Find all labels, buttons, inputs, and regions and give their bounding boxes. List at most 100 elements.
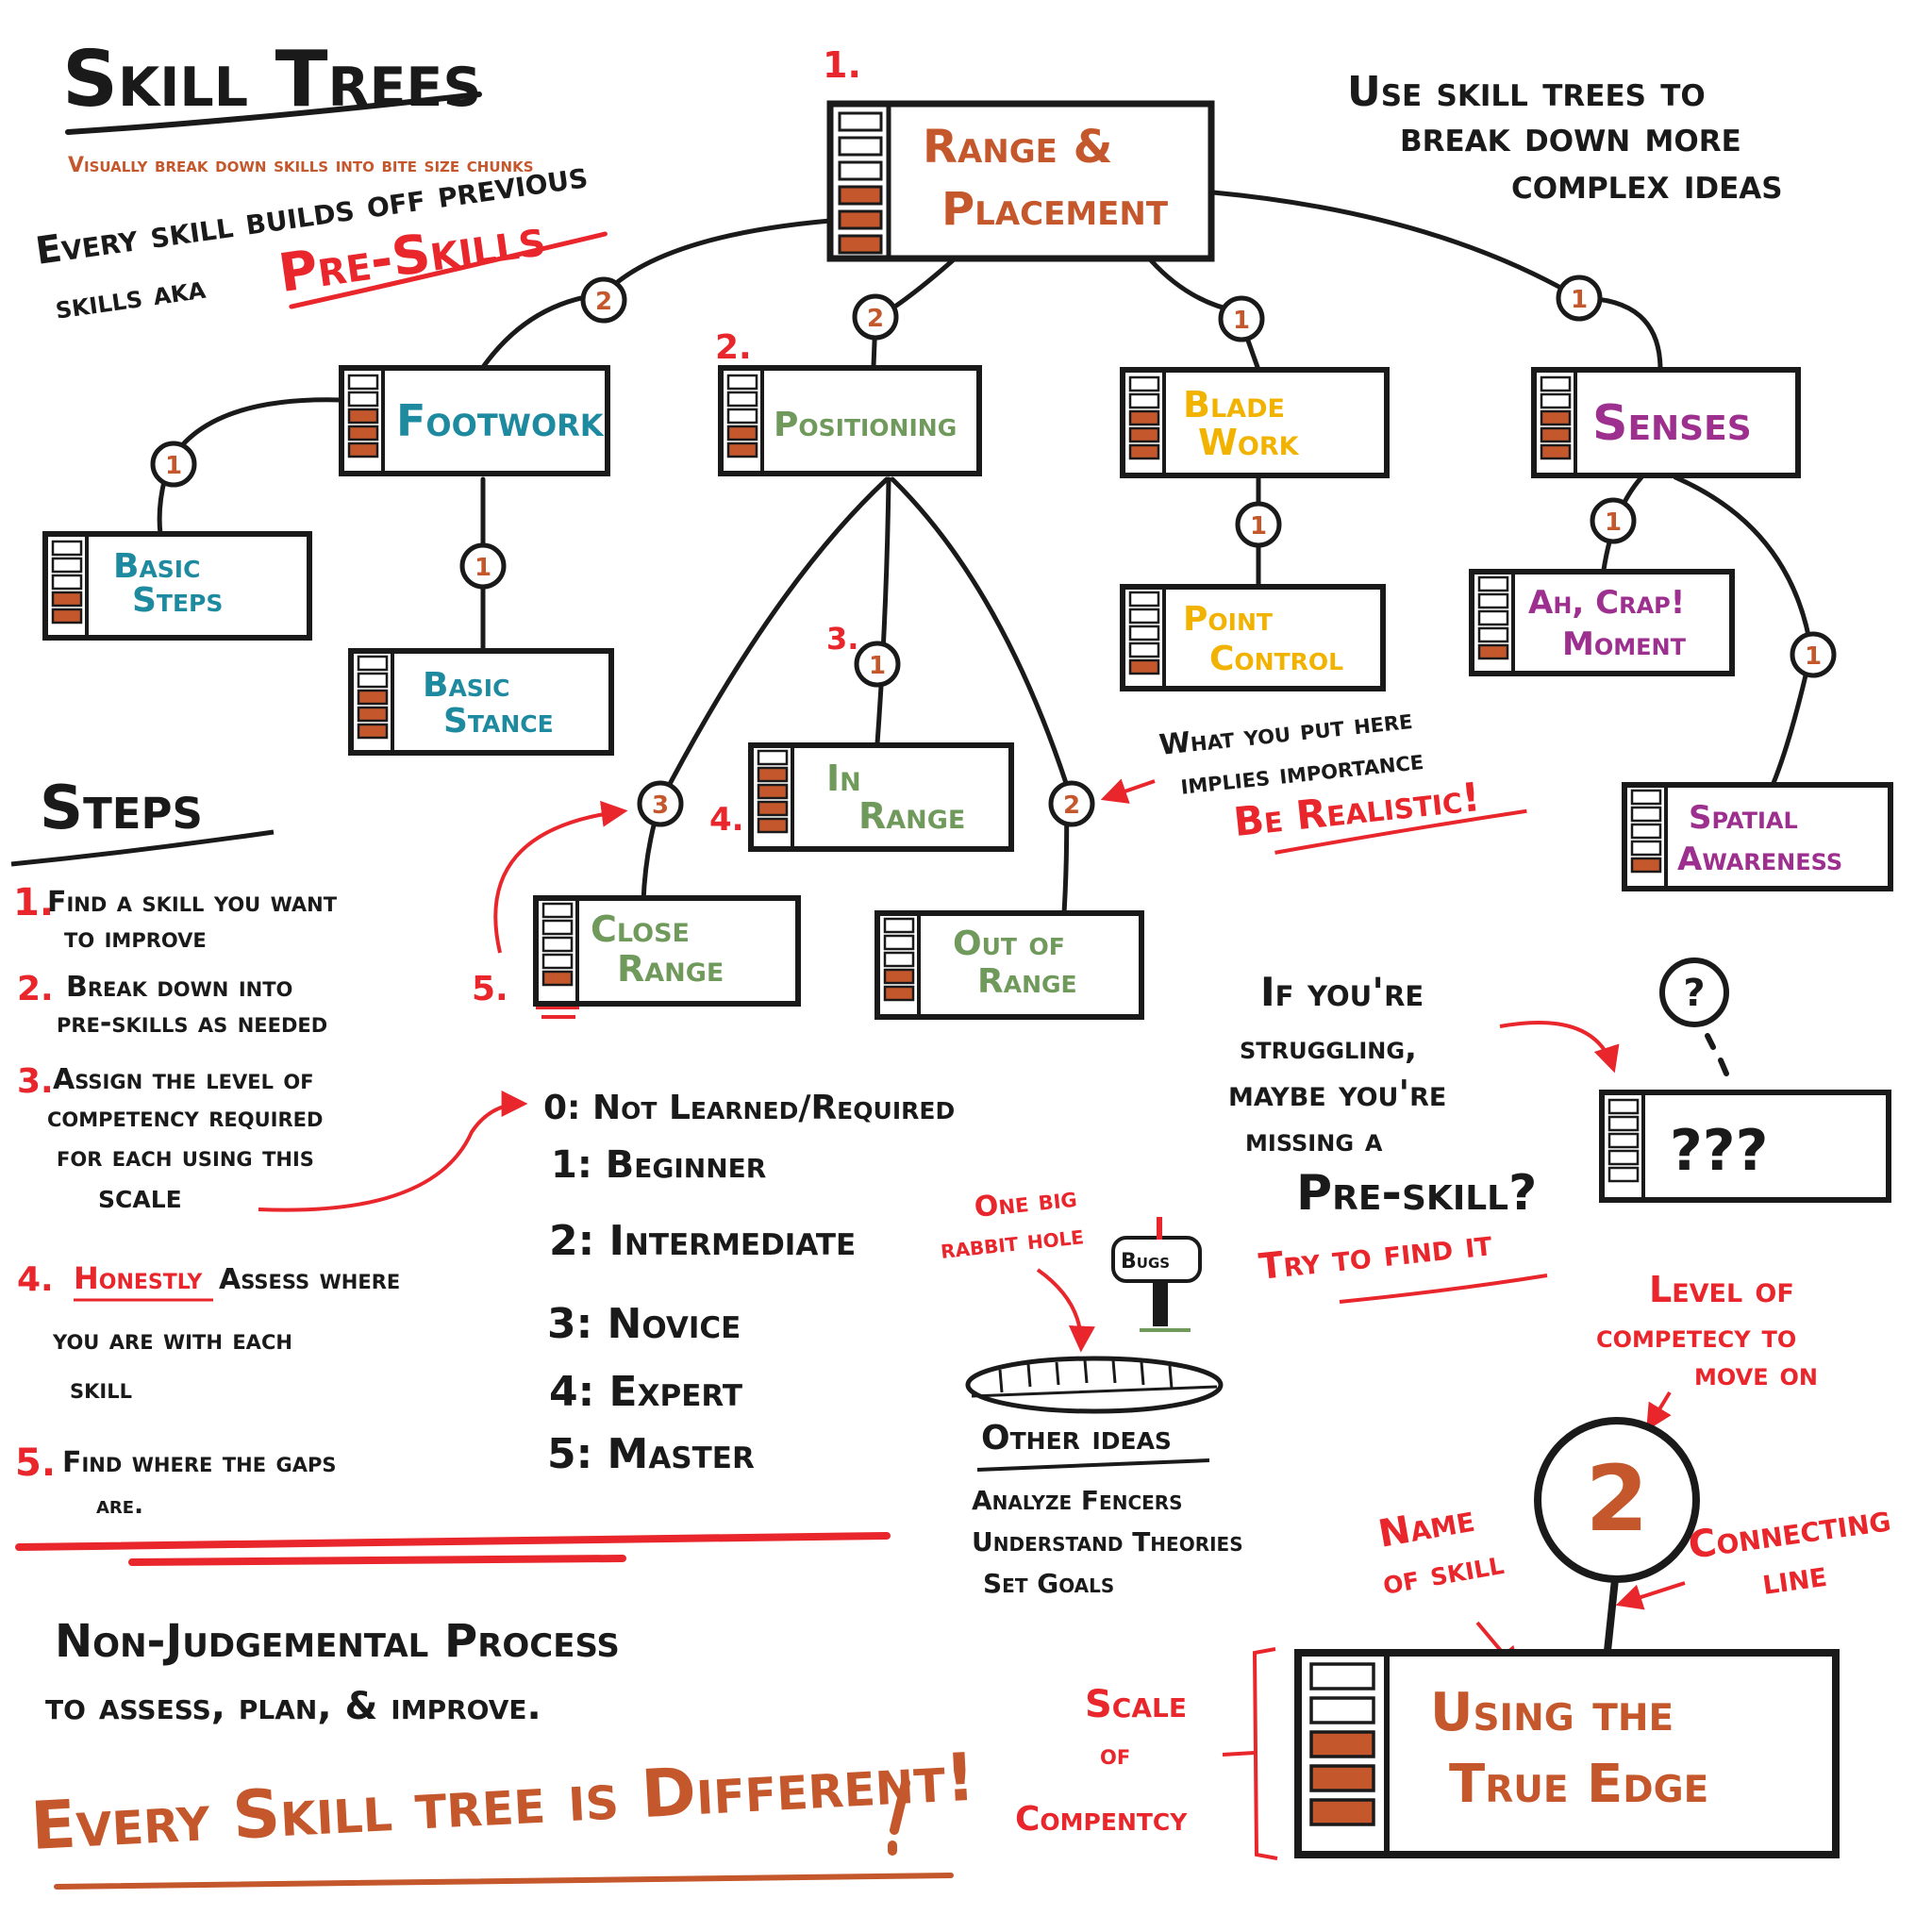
struggling-note: If you're struggling, maybe you're missi… [1228,969,1620,1304]
node-out-of-range[interactable]: Out of Range [874,910,1144,1020]
svg-text:Bugs: Bugs [1121,1250,1170,1274]
badge-ah-crap-moment: 1 [1590,497,1637,544]
node-point-control[interactable]: Point Control [1120,584,1386,691]
svg-text:Assign the level of: Assign the level of [53,1063,314,1096]
competency-scale [1607,1098,1640,1183]
badge-out-of-range: 2 [1048,780,1095,827]
node-label: Senses [1592,395,1752,452]
badge-point-control: 1 [1235,501,1282,548]
svg-text:Name: Name [1375,1497,1478,1557]
svg-text:line: line [1759,1553,1829,1603]
svg-text:Pre-skill?: Pre-skill? [1296,1165,1537,1222]
svg-text:you are with each: you are with each [52,1324,292,1357]
rabbit-hole-icon [965,1356,1224,1414]
top-right-note: Use skill trees to break down more compl… [1347,68,1783,208]
competency-scale [1477,575,1509,660]
subtitle: Visually break down skills into bite siz… [68,154,534,177]
node-label-line1: Blade [1183,384,1285,425]
svg-text:5.: 5. [15,1441,56,1485]
competency-scale [1630,789,1662,874]
svg-text:If you're: If you're [1260,969,1424,1015]
title-block: Skill Trees Visually break down skills i… [62,35,534,177]
rabbit-hole-heading: Other ideas [981,1419,1172,1457]
top-right-note-line2: break down more [1400,113,1741,161]
svg-text:3: 3 [652,791,669,820]
rabbit-hole-section: One big rabbit hole Bugs Other ideas Ana… [939,1181,1242,1599]
intro-emph-underline [289,231,608,309]
badge-basic-stance: 1 [459,542,507,590]
badge-senses: 1 [1556,275,1603,322]
node-label-line1: Close [591,908,690,950]
competency-scale [51,540,83,625]
node-unknown-preskill[interactable]: ??? [1599,1090,1891,1203]
competency-scale [347,374,379,458]
node-in-range[interactable]: 3. 4. In Range [709,621,1014,852]
node-senses[interactable]: Senses [1531,367,1801,478]
svg-text:for each using this: for each using this [57,1141,314,1174]
svg-text:Set Goals: Set Goals [983,1568,1114,1599]
svg-text:Level of: Level of [1649,1269,1794,1310]
legend-box-line2: True Edge [1449,1754,1708,1815]
svg-text:competency required: competency required [47,1101,323,1134]
node-spatial-awareness[interactable]: Spatial Awareness [1622,782,1893,891]
node-label-line1: Basic [423,666,509,705]
svg-text:Find a skill you want: Find a skill you want [47,886,338,919]
steps-heading: Steps [40,774,203,843]
svg-text:scale: scale [98,1177,182,1216]
line-arrow [1615,1581,1686,1610]
steps-divider [15,1532,891,1566]
svg-text:rabbit hole: rabbit hole [939,1219,1085,1265]
node-label-line2: Range [858,795,965,837]
node-label-line1: In [826,758,861,799]
svg-text:are.: are. [96,1491,143,1520]
node-close-range[interactable]: 5. Close Range [472,895,801,1019]
node-range-placement[interactable]: 1. Range & Placement [823,44,1215,262]
svg-text:Scale: Scale [1085,1683,1187,1726]
node-ah-crap-moment[interactable]: Ah, Crap! Moment [1469,569,1735,676]
node-label-line1: Ah, Crap! [1528,584,1685,622]
svg-text:3.: 3. [17,1062,54,1101]
competency-scale-legend: 0: Not Learned/Required 1: Beginner 2: I… [543,1089,955,1478]
in-range-number4: 4. [709,801,744,839]
node-basic-stance[interactable]: Basic Stance [348,648,614,756]
competency-scale [357,655,389,740]
node-label-line2: Stance [443,702,554,741]
svg-text:2.: 2. [17,970,54,1008]
node-label-line1: Point [1183,600,1273,639]
node-label-line2: Range [977,962,1077,1001]
competency-scale [1309,1662,1375,1826]
node-label: Footwork [396,395,605,446]
svg-text:Find where the gaps: Find where the gaps [62,1446,337,1479]
connector-positioning-out [890,476,1070,916]
badge-footwork: 2 [580,276,627,324]
node-using-the-true-edge[interactable]: Using the True Edge [1294,1649,1840,1858]
node-positioning[interactable]: 2. Positioning [715,328,982,476]
badge-in-range: 1 [854,641,901,688]
legend-section: Level of competecy to move on 2 Name of … [1015,1269,1893,1860]
svg-text:One big: One big [973,1181,1078,1224]
close-range-underline [536,1006,579,1019]
rabbit-hole-arrow [1036,1268,1095,1353]
badge-basic-steps: 1 [150,441,197,488]
connector-positioning-in [874,476,891,746]
node-footwork[interactable]: Footwork [339,365,610,476]
svg-text:Compentcy: Compentcy [1015,1800,1188,1839]
realistic-arrow [1100,778,1156,804]
node-label-line1: Basic [113,547,200,586]
svg-text:2: 2 [1063,791,1080,820]
svg-text:maybe you're: maybe you're [1228,1073,1446,1114]
competency-scale [1128,591,1160,675]
top-right-note-line3: complex ideas [1511,160,1783,208]
node-bladework[interactable]: Blade Work [1120,367,1390,478]
node-label-line2: Control [1209,640,1343,678]
node-label-line1: Range & [923,121,1112,174]
svg-text:Honestly: Honestly [74,1260,203,1296]
svg-text:move on: move on [1694,1356,1818,1393]
node-basic-steps[interactable]: Basic Steps [42,531,312,641]
node-label: Positioning [774,406,957,444]
connector-root-senses [1210,190,1663,373]
node-label-line2: Range [617,948,724,990]
connector-positioning-close [641,476,890,905]
competency-scale [838,111,883,255]
